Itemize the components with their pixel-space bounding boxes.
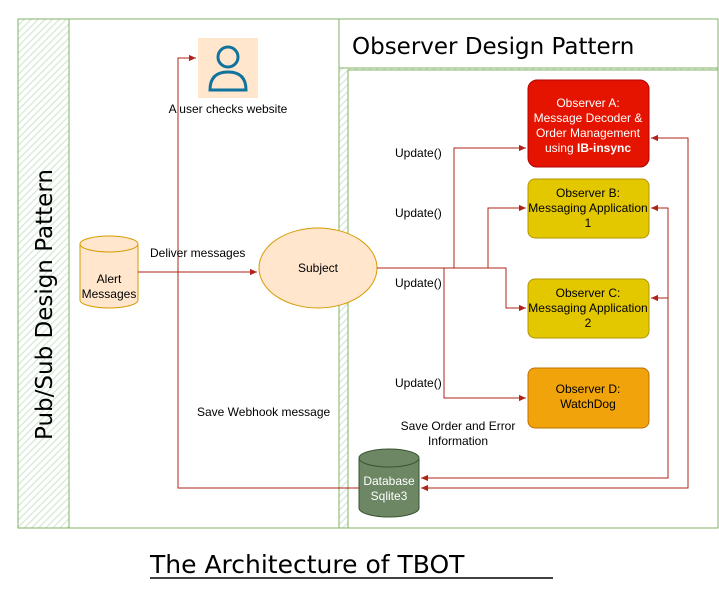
update-label-a: Update() — [395, 146, 442, 160]
observer-c-line2: Messaging Application — [528, 301, 647, 315]
alert-messages-cylinder — [79, 235, 139, 309]
alert-messages-label-line1: Alert — [97, 272, 122, 286]
database-cylinder — [358, 448, 420, 518]
update-label-b: Update() — [395, 206, 442, 220]
update-label-d: Update() — [395, 376, 442, 390]
save-webhook-label: Save Webhook message — [197, 405, 331, 419]
observer-a-line2: Message Decoder & — [534, 111, 643, 125]
database-line1: Database — [363, 474, 415, 488]
deliver-messages-label: Deliver messages — [150, 246, 245, 260]
pubsub-title: Pub/Sub Design Pattern — [32, 169, 58, 440]
database-line2: Sqlite3 — [371, 489, 408, 503]
arrow-observer-b-to-database — [421, 204, 669, 482]
subject-label: Subject — [298, 261, 339, 275]
observer-a-line3: Order Management — [536, 126, 641, 140]
observer-a-line4-bold: IB-insync — [577, 141, 631, 155]
observer-b-line1: Observer B: — [556, 186, 620, 200]
save-order-label-line1: Save Order and Error — [401, 419, 516, 433]
observer-a-line1: Observer A: — [556, 96, 619, 110]
observer-c-line1: Observer C: — [556, 286, 621, 300]
observer-d-line2: WatchDog — [560, 397, 616, 411]
save-order-label-line2: Information — [428, 434, 488, 448]
observer-a-line4: using IB-insync — [545, 141, 631, 155]
arrow-database-to-user — [177, 54, 359, 489]
observer-d-line1: Observer D: — [556, 382, 621, 396]
observer-c-line3: 2 — [585, 316, 592, 330]
update-label-c: Update() — [395, 276, 442, 290]
observer-b-line2: Messaging Application — [528, 201, 647, 215]
observer-title: Observer Design Pattern — [352, 34, 634, 60]
connectors — [138, 54, 689, 492]
arrow-observer-a-to-database — [421, 134, 689, 492]
alert-messages-label-line2: Messages — [82, 287, 137, 301]
footer-title: The Architecture of TBOT — [149, 550, 465, 579]
observer-b-line3: 1 — [585, 216, 592, 230]
user-caption: A user checks website — [169, 102, 288, 116]
user-icon — [198, 38, 258, 98]
observer-a-line4-prefix: using — [545, 141, 577, 155]
